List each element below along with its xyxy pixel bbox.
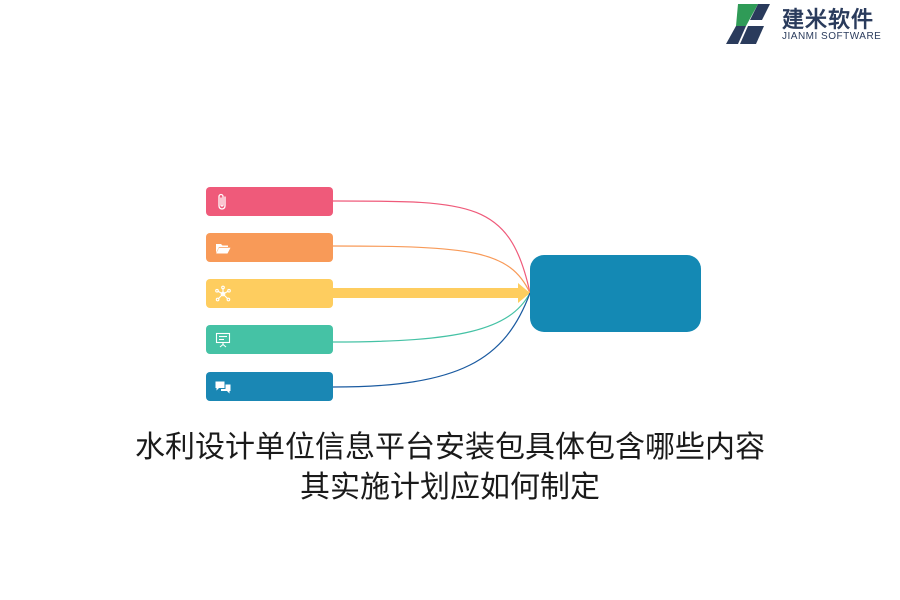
- brand-name-cn: 建米软件: [782, 8, 875, 33]
- network-icon: [215, 285, 231, 302]
- connector-arrow-3: [333, 283, 530, 303]
- brand-logo: 建米软件 JIANMI SOFTWARE: [724, 0, 900, 50]
- title-line-2: 其实施计划应如何制定: [300, 470, 600, 505]
- center-topic-box: [530, 255, 701, 332]
- brand-name-en: JIANMI SOFTWARE: [782, 31, 882, 42]
- chat-bubbles-icon: [215, 381, 231, 394]
- jianmi-logo-mark-icon: [726, 4, 770, 44]
- paperclip-icon: [218, 193, 226, 210]
- page-title: 水利设计单位信息平台安装包具体包含哪些内容 其实施计划应如何制定: [0, 428, 900, 508]
- item-box-3: [206, 279, 333, 308]
- connector-line-2: [332, 245, 531, 294]
- item-box-1: [206, 187, 333, 216]
- connector-line-5: [332, 292, 531, 388]
- item-box-5: [206, 372, 333, 401]
- folder-open-icon: [216, 244, 231, 254]
- connector-line-1: [332, 200, 531, 294]
- connector-line-4: [332, 292, 531, 343]
- presentation-board-icon: [215, 332, 231, 348]
- item-box-2: [206, 233, 333, 262]
- title-line-1: 水利设计单位信息平台安装包具体包含哪些内容: [135, 430, 765, 465]
- item-box-4: [206, 325, 333, 354]
